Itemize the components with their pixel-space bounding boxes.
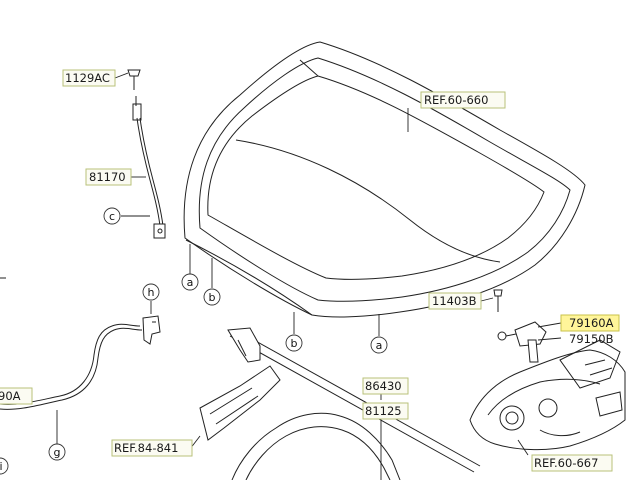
svg-text:a: a — [187, 276, 194, 289]
svg-text:REF.84-841: REF.84-841 — [114, 441, 178, 455]
bolt-1129ac — [127, 69, 141, 90]
callout-c: c — [103, 207, 121, 225]
svg-text:1129AC: 1129AC — [65, 71, 110, 85]
callout-b-center: b — [285, 334, 303, 352]
hood-prop-rod — [132, 96, 166, 239]
label-ref-60-660: REF.60-660 — [420, 91, 506, 109]
svg-text:c: c — [109, 210, 115, 223]
label-81170: 81170 — [85, 168, 132, 186]
svg-text:REF.60-667: REF.60-667 — [534, 456, 598, 470]
label-90a-partial: 90A — [0, 387, 33, 405]
svg-text:81170: 81170 — [89, 170, 126, 184]
svg-text:b: b — [209, 291, 216, 304]
label-1129ac: 1129AC — [62, 69, 116, 87]
callout-i-partial: i — [0, 457, 9, 475]
svg-text:REF.60-660: REF.60-660 — [424, 93, 488, 107]
hood-panel — [183, 41, 586, 318]
callout-h: h — [142, 283, 160, 301]
svg-text:79150B: 79150B — [569, 332, 614, 346]
hood-hinge-latch — [497, 321, 547, 363]
release-cable — [0, 277, 143, 410]
label-86430: 86430 — [362, 377, 409, 395]
svg-text:90A: 90A — [0, 389, 21, 403]
label-ref-60-667: REF.60-667 — [531, 454, 613, 472]
svg-text:i: i — [0, 460, 3, 473]
hood-seal-strip — [229, 329, 481, 473]
label-79160a-highlighted: 79160A — [560, 314, 620, 332]
callout-b-left: b — [203, 288, 221, 306]
svg-text:81125: 81125 — [365, 404, 402, 418]
label-ref-84-841: REF.84-841 — [111, 439, 193, 457]
leader-lines — [56, 72, 562, 480]
svg-text:11403B: 11403B — [432, 294, 477, 308]
svg-text:b: b — [291, 337, 298, 350]
label-81125: 81125 — [362, 402, 409, 420]
release-handle — [142, 315, 161, 345]
front-end-module — [469, 339, 626, 451]
label-79150b: 79150B — [569, 332, 614, 346]
callout-g: g — [48, 443, 66, 461]
callout-a-center: a — [370, 336, 388, 354]
side-bracket-ref-84-841 — [199, 327, 281, 441]
svg-text:h: h — [148, 286, 155, 299]
hood-insulator-pad — [231, 412, 401, 480]
svg-text:a: a — [376, 339, 383, 352]
bolt-11403b — [493, 289, 503, 312]
svg-text:79160A: 79160A — [569, 316, 614, 330]
label-11403b: 11403B — [428, 292, 482, 310]
svg-text:86430: 86430 — [365, 379, 402, 393]
callout-a-left: a — [181, 273, 199, 291]
svg-text:g: g — [54, 446, 61, 459]
